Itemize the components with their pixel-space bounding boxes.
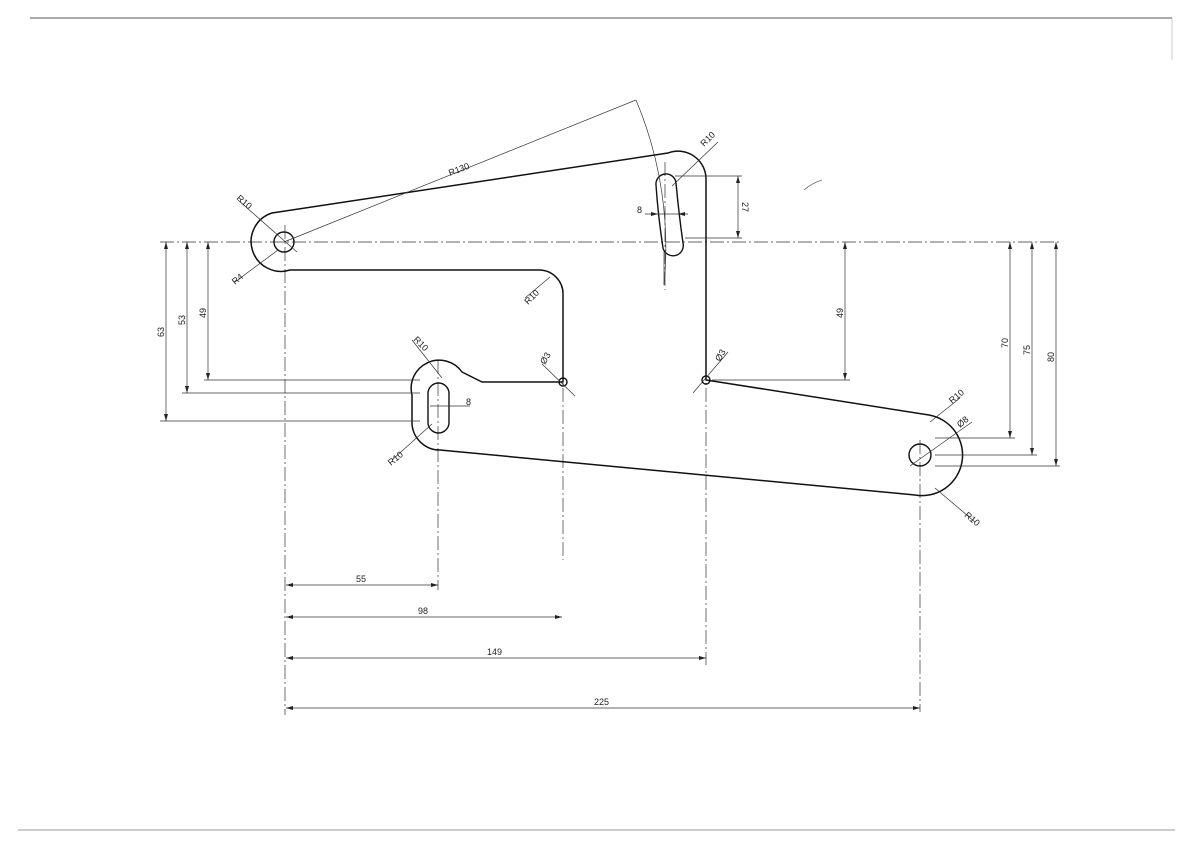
right-vertical-dimensions [935,242,1060,467]
label-r130: R130 [447,161,471,178]
label-slot-width-top: 8 [637,205,642,215]
slot-top [655,173,685,257]
slot-mid [427,382,450,434]
label-dim-80: 80 [1046,352,1056,362]
label-slot-len-top: 27 [740,202,750,212]
label-dim-63: 63 [156,327,166,337]
mid-vertical-dimension [712,242,850,381]
center-lines [160,162,1060,715]
label-dim-49-mid: 49 [835,308,845,318]
small-hole-right [701,375,711,385]
left-vertical-dimensions [160,242,420,422]
label-slot-width-mid: 8 [466,397,471,407]
label-dim-149: 149 [487,647,502,657]
label-dim-70: 70 [1000,338,1010,348]
r130-construction [283,99,667,286]
hole-right [908,443,932,467]
horizontal-dimensions [286,583,920,710]
label-d3-right: Ø3 [713,348,728,363]
leader-lines [234,141,976,523]
label-r10-top-left: R10 [235,193,254,211]
label-r10-right-bottom: R10 [963,510,982,528]
label-d8-right: Ø8 [955,414,971,429]
top-slot-dimensions [645,175,742,239]
label-r10-right-top: R10 [947,387,966,405]
label-r10-mid-slot-bottom: R10 [386,449,405,467]
label-dim-225: 225 [594,697,609,707]
label-dim-53: 53 [177,315,187,325]
label-dim-75: 75 [1022,345,1032,355]
sheet-border [18,17,1175,831]
label-r10-mid-slot-top: R10 [412,334,431,353]
label-d3-left: Ø3 [538,351,553,366]
label-r10-inner-corner: R10 [522,288,541,307]
small-hole-left [558,377,568,387]
part-outline [250,150,964,497]
pivot-hole-left [273,231,295,253]
label-dim-55: 55 [356,574,366,584]
dimension-labels: R130 R10 R4 R10 8 27 R10 Ø3 Ø3 R10 R10 8… [156,130,1056,707]
label-r4: R4 [230,271,245,286]
label-dim-98: 98 [418,606,428,616]
label-dim-49-left: 49 [198,308,208,318]
